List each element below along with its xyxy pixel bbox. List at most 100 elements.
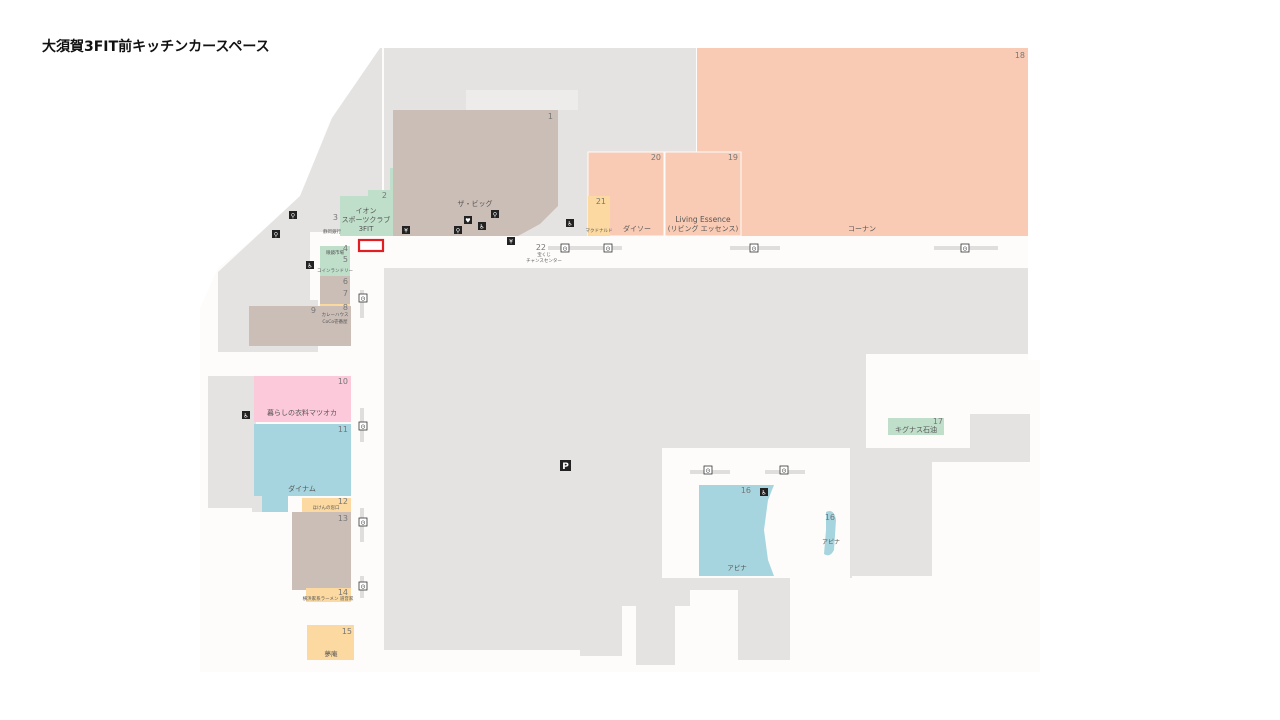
store-17-label: キグナス石油 <box>895 425 937 434</box>
store-19-label-line1: Living Essence <box>675 215 731 224</box>
wheelchair-icon: ♿ <box>242 411 250 420</box>
store-16-small <box>824 511 836 556</box>
svg-text:1: 1 <box>548 112 553 121</box>
svg-text:10: 10 <box>338 377 348 386</box>
store-2-label-line1: イオン <box>356 207 377 215</box>
svg-text:⊙: ⊙ <box>781 468 786 475</box>
store-11-label: ダイナム <box>288 484 316 493</box>
kitchen-car-marker[interactable] <box>357 238 385 253</box>
restroom-icon: ⚲ <box>272 230 280 239</box>
left-lower-lot <box>208 376 256 508</box>
store-19 <box>664 151 742 237</box>
store-2-left <box>390 168 393 236</box>
store-21 <box>588 196 610 236</box>
store-5-label: コインランドリー <box>317 268 353 274</box>
store-2-label-line3: 3FIT <box>359 225 375 233</box>
store-12 <box>302 498 351 512</box>
store-14 <box>306 588 351 602</box>
restroom-icon: ⚲ <box>289 211 297 220</box>
store-labels: ザ・ビッグ イオン スポーツクラブ 3FIT 静岡銀行 眼鏡市場 コインランドリ… <box>267 199 937 658</box>
store-10-label: 暮らしの衣料マツオカ <box>267 408 337 417</box>
store-numbers: 1 2 3 4 5 6 7 8 9 10 11 12 13 14 15 16 1… <box>311 51 1025 636</box>
svg-text:12: 12 <box>338 497 348 506</box>
svg-text:16: 16 <box>741 486 751 495</box>
store-15-label: 夢庵 <box>325 649 339 658</box>
store-19-label-line2: (リビング エッセンス) <box>668 224 739 233</box>
store-14-label: 横浜家系ラーメン 道音家 <box>303 595 354 602</box>
store-15 <box>307 625 354 660</box>
restroom-icon: ⚲ <box>491 210 499 219</box>
restroom-icon: ⚲ <box>454 226 462 235</box>
left-lower-lot-2 <box>252 496 262 512</box>
store-9 <box>249 306 351 346</box>
svg-text:17: 17 <box>933 417 943 426</box>
svg-text:♿: ♿ <box>479 224 484 231</box>
store-8-label-line2: CoCo壱番屋 <box>322 318 348 325</box>
svg-text:⊙: ⊙ <box>360 584 365 591</box>
store-17 <box>888 418 944 435</box>
store-8-label-line1: カレーハウス <box>322 311 349 318</box>
store-4 <box>320 246 350 258</box>
store-22-label-line2: チャンスセンター <box>526 257 562 264</box>
main-road <box>312 236 1028 268</box>
svg-text:♿: ♿ <box>761 490 766 497</box>
side-road <box>352 236 384 656</box>
store-13 <box>292 512 351 590</box>
store-21-label: マクドナルド <box>586 228 613 234</box>
svg-text:2: 2 <box>382 191 387 200</box>
atm-icon: ¥ <box>507 237 515 246</box>
store-2-label-line2: スポーツクラブ <box>342 215 391 224</box>
store-1 <box>393 110 558 236</box>
store-12-label: ほけんの窓口 <box>313 504 340 511</box>
svg-text:⊙: ⊙ <box>962 246 967 253</box>
svg-text:6: 6 <box>343 277 348 286</box>
store-22-label-line1: 宝くじ <box>537 251 551 258</box>
store-2 <box>340 190 390 236</box>
svg-text:7: 7 <box>343 289 348 298</box>
svg-text:P: P <box>562 462 569 472</box>
svg-text:3: 3 <box>333 213 338 222</box>
svg-text:11: 11 <box>338 425 348 434</box>
svg-text:4: 4 <box>343 244 348 253</box>
svg-text:19: 19 <box>728 153 738 162</box>
svg-text:5: 5 <box>343 255 348 264</box>
store-1-label: ザ・ビッグ <box>458 199 493 208</box>
svg-text:♿: ♿ <box>307 263 312 270</box>
svg-text:8: 8 <box>343 303 348 312</box>
svg-text:⚲: ⚲ <box>274 232 278 239</box>
wheelchair-icon: ♿ <box>566 219 574 228</box>
svg-text:14: 14 <box>338 588 348 597</box>
store-4-label: 眼鏡市場 <box>326 249 344 256</box>
store-18 <box>697 48 1028 236</box>
svg-text:22: 22 <box>536 243 546 252</box>
svg-text:⚲: ⚲ <box>456 228 460 235</box>
store-11 <box>254 424 351 512</box>
store-5 <box>320 258 350 276</box>
svg-text:♥: ♥ <box>465 218 470 225</box>
page-title: 大須賀3FIT前キッチンカースペース <box>42 39 270 55</box>
svg-text:20: 20 <box>651 153 661 162</box>
svg-text:16: 16 <box>825 513 835 522</box>
svg-text:21: 21 <box>596 197 606 206</box>
atm-icon: ¥ <box>402 226 410 235</box>
svg-text:♿: ♿ <box>243 413 248 420</box>
wheelchair-icon: ♿ <box>306 261 314 270</box>
svg-text:⊙: ⊙ <box>562 246 567 253</box>
aed-icon: ♥ <box>464 216 472 225</box>
facility-icons: ⚲ ⚲ ♿ ¥ ⚲ ♥ ♿ ⚲ ♿ ¥ ♿ ♿ <box>242 210 768 497</box>
right-lot <box>852 414 1030 576</box>
store-16b-label: アピナ <box>822 539 840 546</box>
svg-text:¥: ¥ <box>509 239 513 246</box>
store-20-label: ダイソー <box>623 224 651 233</box>
wheelchair-icon: ♿ <box>760 488 768 497</box>
svg-text:⚲: ⚲ <box>493 212 497 219</box>
store-6 <box>320 276 350 288</box>
svg-text:♿: ♿ <box>567 221 572 228</box>
svg-text:13: 13 <box>338 514 348 523</box>
wheelchair-icon: ♿ <box>478 222 486 231</box>
store-10 <box>254 376 351 422</box>
svg-text:⊙: ⊙ <box>360 520 365 527</box>
svg-text:⊙: ⊙ <box>360 424 365 431</box>
svg-text:⚲: ⚲ <box>291 213 295 220</box>
